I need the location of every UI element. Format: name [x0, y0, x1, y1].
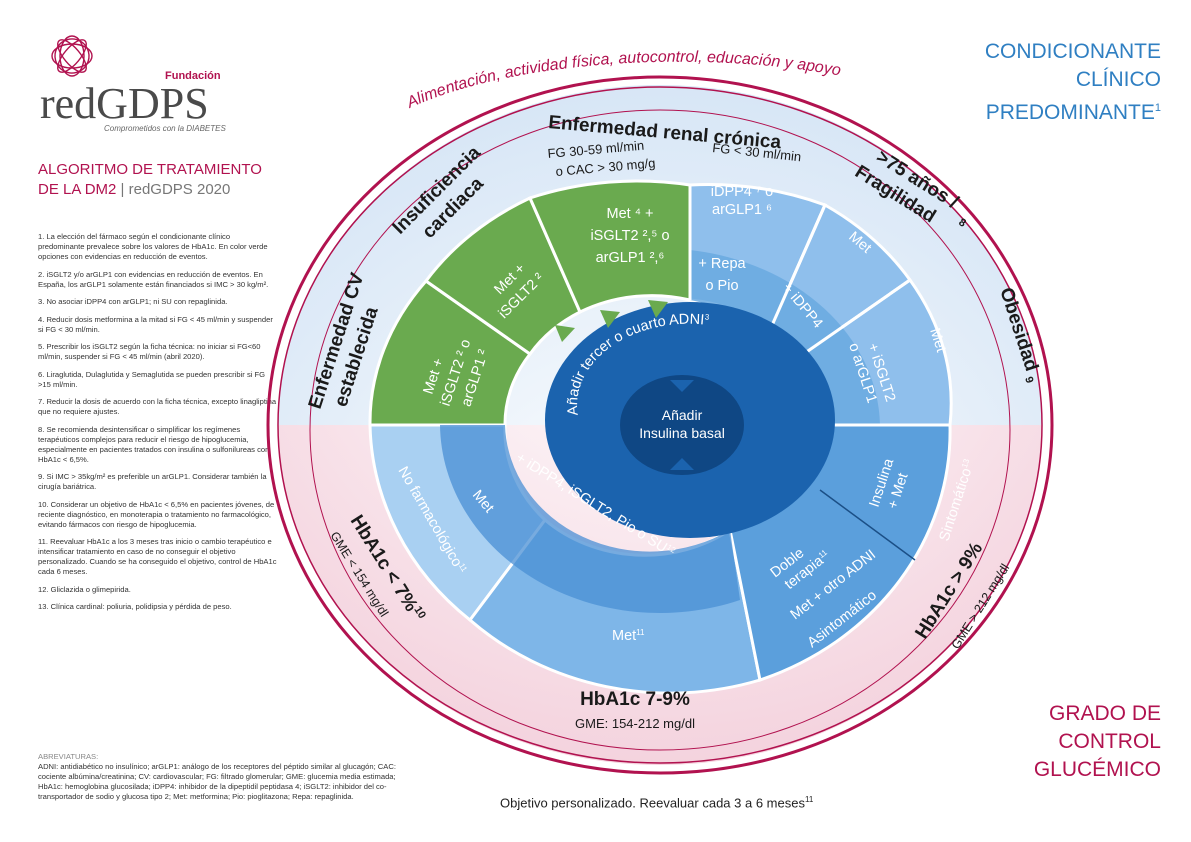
- note: 6. Liraglutida, Dulaglutida y Semaglutid…: [38, 369, 266, 389]
- title-line2: DE LA DM2: [38, 181, 117, 198]
- note: 8. Se recomienda desintensificar o simpl…: [38, 424, 270, 464]
- mid-sub: GME: 154-212 mg/dl: [575, 716, 695, 731]
- sector-obesity-outer: Met: [926, 326, 949, 354]
- arrow-down-icon: [670, 380, 694, 392]
- label-frailty-sup: 8: [956, 216, 968, 229]
- title-edition: redGDPS 2020: [128, 181, 231, 198]
- corner-line: GLUCÉMICO: [1033, 758, 1161, 781]
- green-arrows: [555, 300, 668, 342]
- arrow-icon: [555, 325, 575, 342]
- note: 12. Gliclazida o glimepirida.: [38, 584, 131, 594]
- corner-line: CONDICIONANTE: [984, 40, 1161, 63]
- abbreviations-heading: ABREVIATURAS:: [38, 752, 99, 761]
- title-line1: ALGORITMO DE TRATAMIENTO: [38, 161, 262, 178]
- glycemic-sectors: [368, 423, 952, 695]
- logo: [36, 30, 236, 140]
- condition-corner-title: CONDICIONANTE CLÍNICO PREDOMINANTE1: [961, 38, 1161, 127]
- logo-foundation: Fundación: [165, 70, 221, 82]
- outer-ring-line: [266, 75, 1054, 775]
- center-line1: Añadir: [662, 407, 703, 423]
- corner-line: GRADO DE: [1048, 702, 1161, 725]
- title-separator: |: [120, 181, 125, 198]
- arrow-icon: [600, 310, 620, 328]
- note: 7. Reducir la dosis de acuerdo con la fi…: [38, 397, 277, 416]
- logo-tagline: Comprometidos con la DIABETES: [104, 124, 226, 133]
- center-core: [620, 375, 744, 475]
- corner-line: CONTROL: [1058, 730, 1161, 753]
- abbreviations-text: ADNI: antidiabético no insulínico; arGLP…: [38, 762, 396, 801]
- outer-ring-line-2: [277, 86, 1043, 764]
- arrow-icon: [648, 300, 668, 318]
- corner-line: CLÍNICO: [1075, 68, 1161, 91]
- note: 2. iSGLT2 y/o arGLP1 con evidencias en r…: [38, 269, 269, 289]
- mid-title: HbA1c 7-9%: [580, 689, 690, 710]
- note: 10. Considerar un objetivo de HbA1c < 6,…: [38, 499, 275, 529]
- arrow-up-icon: [670, 458, 694, 470]
- corner-sup: 1: [1154, 102, 1161, 114]
- logo-rings-icon: [51, 35, 93, 77]
- inner-band-bottom: [440, 425, 740, 614]
- footnotes: 1. La elección del fármaco según el cond…: [38, 232, 278, 620]
- label-obesity-sup: 9: [1022, 375, 1035, 385]
- note: 9. Si IMC > 35kg/m² es preferible un arG…: [38, 472, 267, 491]
- glycemic-corner-title: GRADO DE CONTROL GLUCÉMICO: [961, 700, 1161, 784]
- footer-note: Objetivo personalizado. Reevaluar cada 3…: [500, 795, 813, 810]
- arrow-icons: [670, 380, 694, 470]
- outer-ring-line-3: [309, 109, 1011, 751]
- sector-cv: [368, 279, 533, 427]
- note: 1. La elección del fármaco según el cond…: [38, 232, 268, 261]
- footer-text: Objetivo personalizado. Reevaluar cada 3…: [500, 795, 805, 811]
- mid-outer-text: Met11: [612, 628, 645, 644]
- note: 5. Prescribir los iSGLT2 según la ficha …: [38, 342, 261, 361]
- note: 4. Reducir dosis metformina a la mitad s…: [38, 314, 273, 334]
- note: 13. Clínica cardinal: poliuria, polidips…: [38, 602, 232, 611]
- corner-line: PREDOMINANTE: [985, 101, 1155, 124]
- note: 11. Reevaluar HbA1c a los 3 meses tras i…: [38, 537, 277, 576]
- footer-sup: 11: [804, 795, 814, 804]
- note: 3. No asociar iDPP4 con arGLP1; ni SU co…: [38, 297, 228, 306]
- logo-wordmark: redGDPS: [40, 79, 209, 128]
- abbreviations: ABREVIATURAS: ADNI: antidiabético no ins…: [38, 752, 413, 802]
- center-line2: Insulina basal: [639, 425, 725, 441]
- page-title: ALGORITMO DE TRATAMIENTO DE LA DM2 | red…: [38, 160, 262, 200]
- sym-divider: [819, 489, 916, 561]
